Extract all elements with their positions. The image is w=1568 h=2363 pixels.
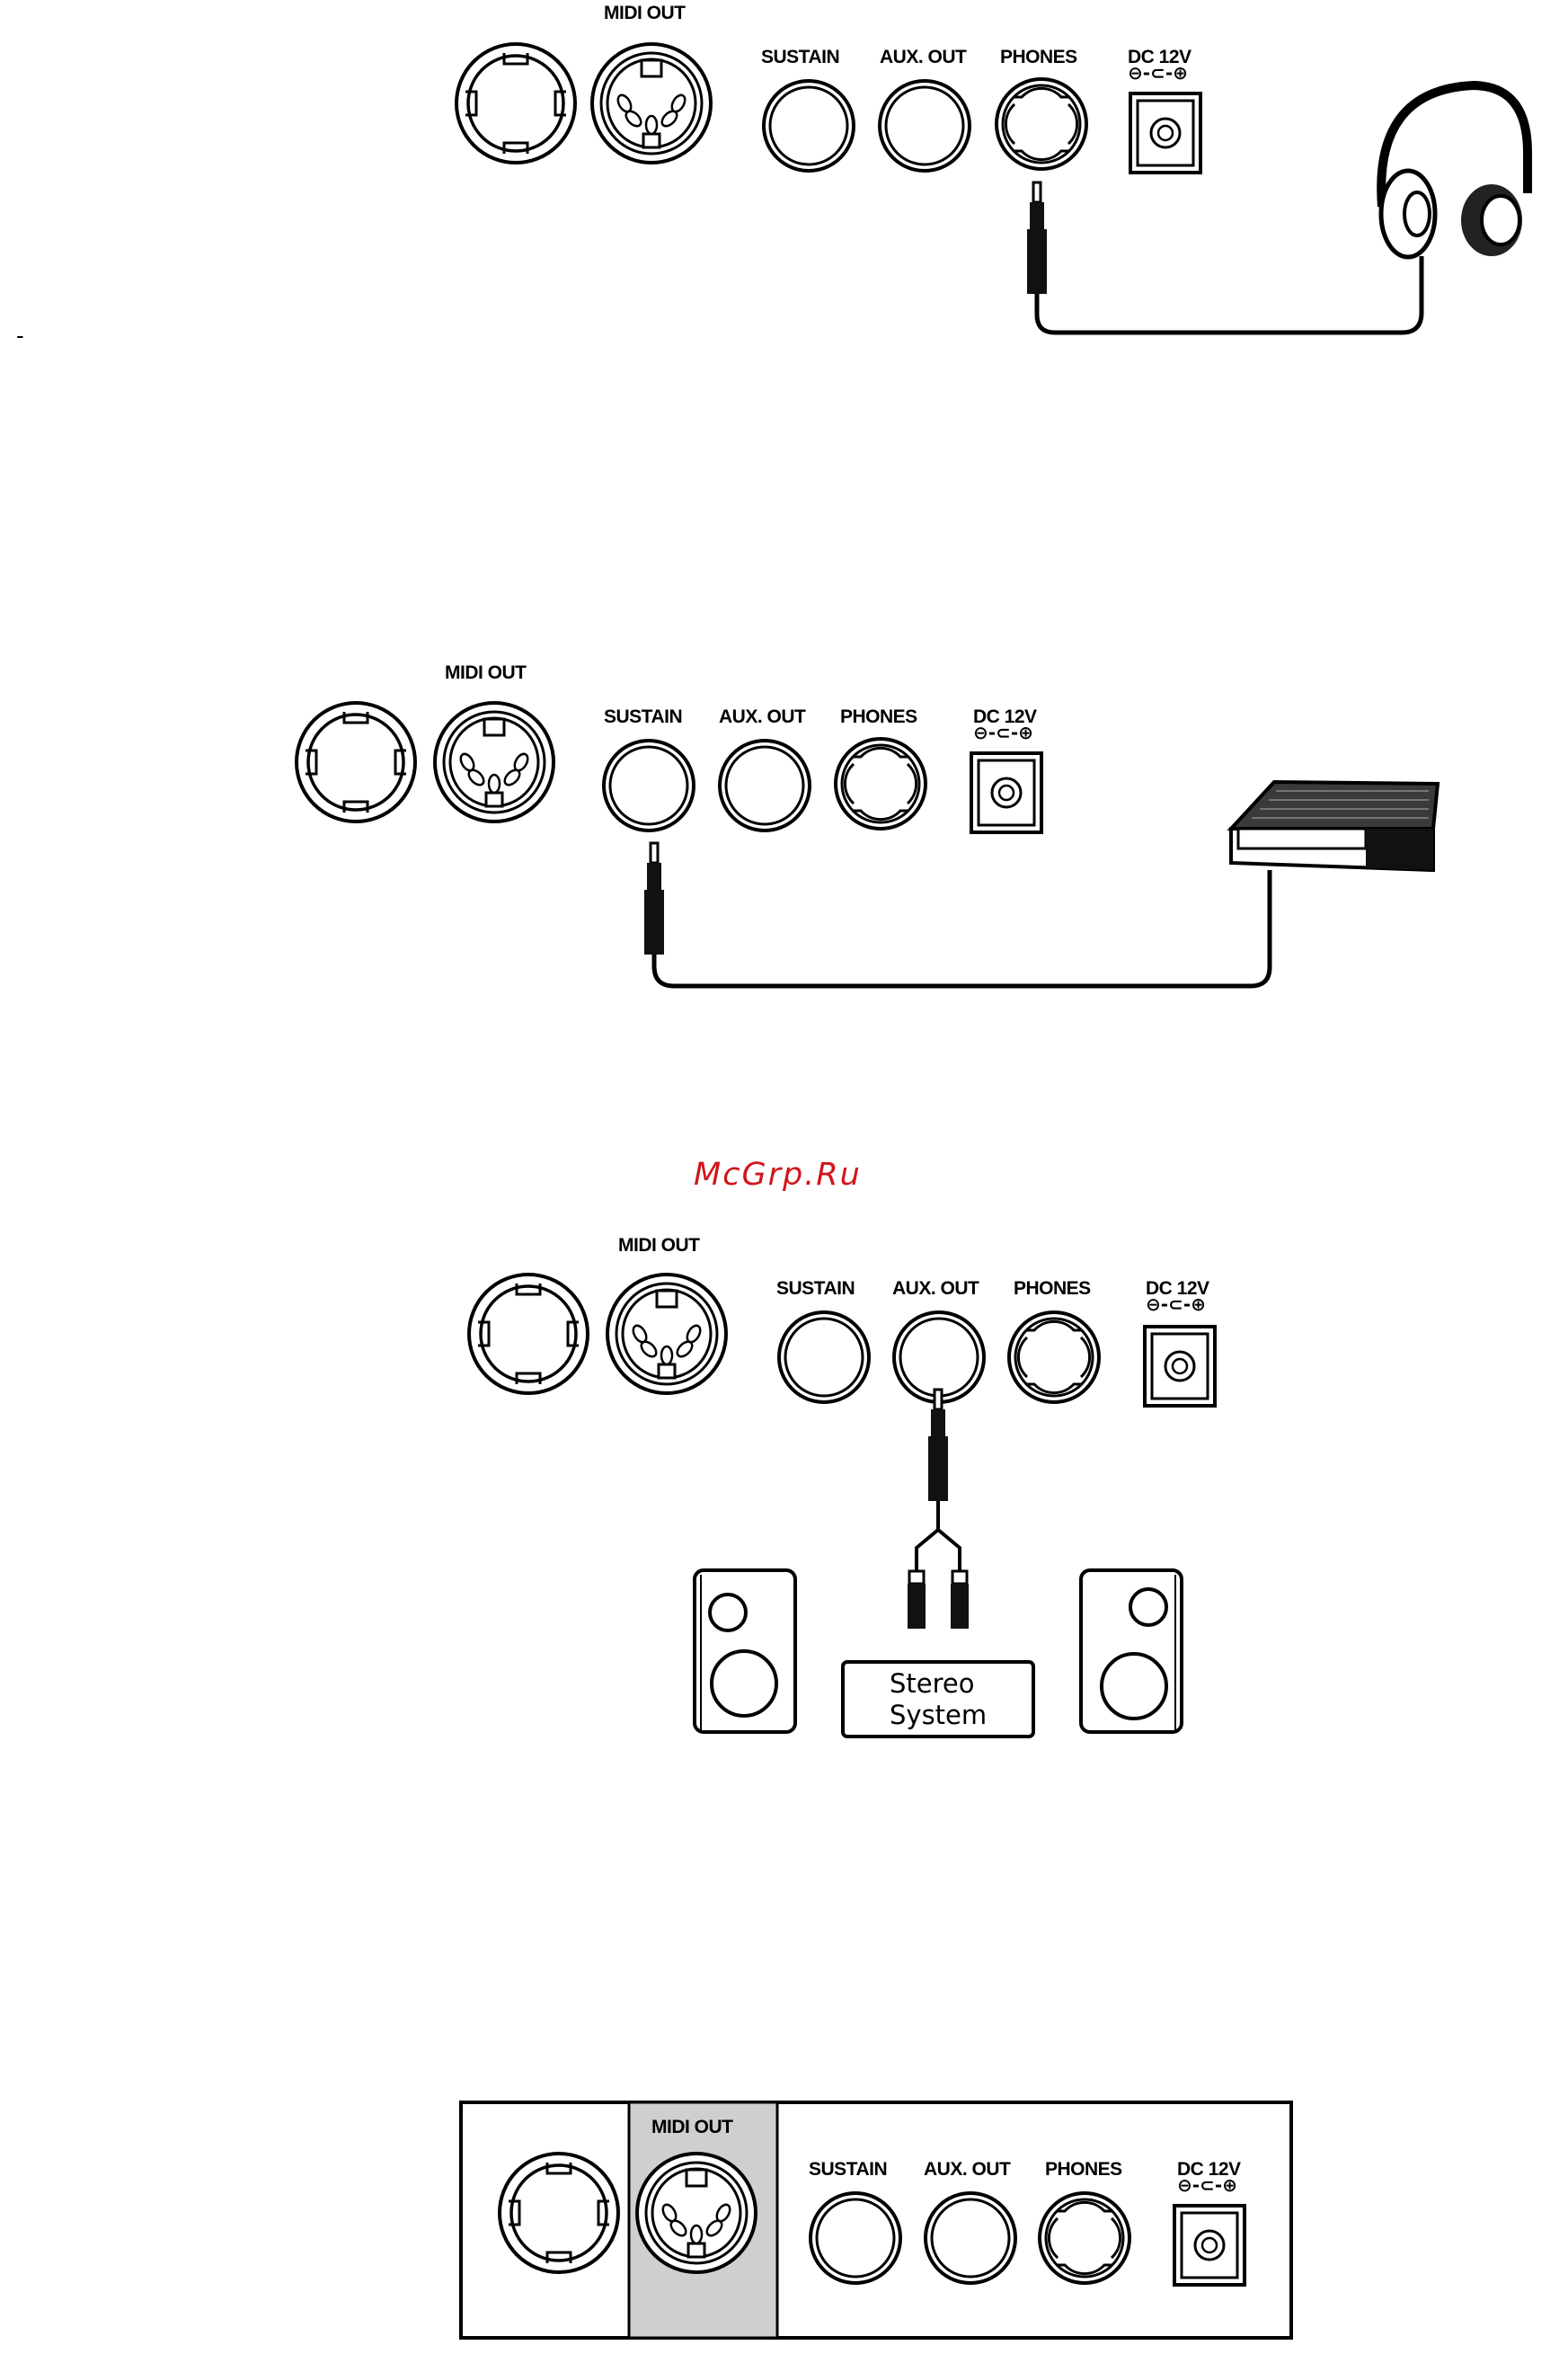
rca-plug-right	[951, 1571, 969, 1629]
midi-out-jack	[637, 2154, 756, 2272]
aux-out-jack	[880, 81, 970, 171]
midi-out-jack	[592, 44, 711, 163]
sustain-plug	[644, 843, 664, 955]
phones-jack	[1009, 1312, 1099, 1402]
dc-socket	[1174, 2206, 1245, 2285]
pedal-cable	[654, 870, 1270, 986]
sustain-jack	[779, 1312, 869, 1402]
aux-out-jack	[720, 741, 810, 831]
din-jack-blank	[297, 703, 415, 822]
dc-socket	[971, 753, 1041, 832]
midi-out-jack	[607, 1275, 726, 1393]
label-sustain: SUSTAIN	[604, 706, 682, 727]
label-midi-out: MIDI OUT	[445, 662, 527, 683]
sustain-jack	[811, 2193, 900, 2283]
label-phones: PHONES	[1000, 47, 1077, 67]
aux-out-plug	[928, 1390, 948, 1501]
headphones-icon	[1381, 85, 1528, 257]
din-jack-blank	[469, 1275, 588, 1393]
label-phones: PHONES	[840, 706, 917, 727]
label-phones: PHONES	[1045, 2159, 1122, 2180]
label-sustain: SUSTAIN	[776, 1278, 855, 1299]
rca-plug-left	[908, 1571, 926, 1629]
label-phones: PHONES	[1014, 1278, 1091, 1299]
diagram-headphones: MIDI OUT SUSTAIN AUX. OUT PHONES DC 12V …	[456, 3, 1528, 333]
phones-plug	[1027, 182, 1047, 294]
label-aux-out: AUX. OUT	[924, 2159, 1011, 2180]
label-dc-polarity: ⊖-⊂-⊕	[1177, 2174, 1237, 2196]
label-midi-out: MIDI OUT	[618, 1235, 700, 1256]
sustain-pedal-icon	[1231, 782, 1438, 870]
aux-out-jack	[926, 2193, 1015, 2283]
stereo-line-1: Stereo	[890, 1668, 975, 1699]
phones-jack	[1040, 2193, 1129, 2283]
sustain-jack	[604, 741, 694, 831]
stereo-line-2: System	[890, 1700, 987, 1730]
watermark-text: McGrp.Ru	[694, 1157, 862, 1193]
phones-jack	[836, 739, 926, 829]
speaker-left-icon	[695, 1570, 795, 1732]
phones-jack	[997, 79, 1086, 169]
sustain-jack	[764, 81, 854, 171]
diagram-sustain-pedal: MIDI OUT SUSTAIN AUX. OUT PHONES DC 12V …	[297, 662, 1438, 986]
headphone-cable	[1037, 256, 1422, 333]
y-splitter-cable	[917, 1501, 960, 1573]
midi-out-jack	[435, 703, 554, 822]
label-midi-out: MIDI OUT	[651, 2117, 733, 2137]
label-aux-out: AUX. OUT	[892, 1278, 979, 1299]
label-dc-polarity: ⊖-⊂-⊕	[1128, 62, 1188, 84]
margin-mark: -	[16, 322, 24, 349]
label-midi-out: MIDI OUT	[604, 3, 686, 23]
label-aux-out: AUX. OUT	[719, 706, 806, 727]
diagram-midi-out-highlight: MIDI OUT SUSTAIN AUX. OUT PHONES DC 12V …	[461, 2102, 1291, 2338]
din-jack-blank	[500, 2154, 618, 2272]
label-sustain: SUSTAIN	[809, 2159, 887, 2180]
dc-socket	[1130, 93, 1200, 173]
din-jack-blank	[456, 44, 575, 163]
diagram-stereo-system: MIDI OUT SUSTAIN AUX. OUT PHONES DC 12V …	[469, 1235, 1215, 1737]
label-dc-polarity: ⊖-⊂-⊕	[1146, 1293, 1206, 1315]
label-dc-polarity: ⊖-⊂-⊕	[973, 722, 1033, 743]
label-sustain: SUSTAIN	[761, 47, 839, 67]
label-aux-out: AUX. OUT	[880, 47, 967, 67]
stereo-system-box: Stereo System	[843, 1662, 1033, 1737]
dc-socket	[1145, 1327, 1215, 1406]
speaker-right-icon	[1081, 1570, 1182, 1732]
